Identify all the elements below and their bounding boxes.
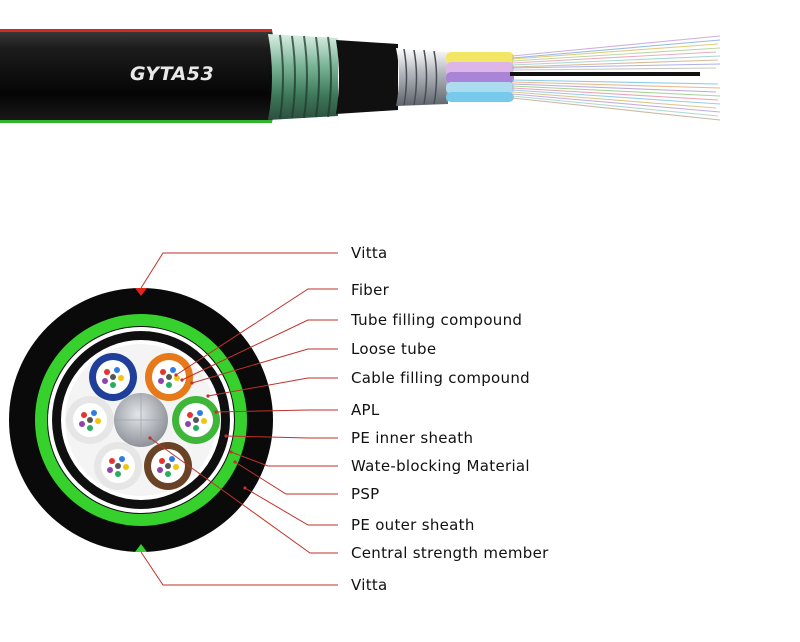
central-member-side bbox=[510, 72, 700, 76]
label-tube-filling-compound: Tube filling compound bbox=[351, 311, 523, 329]
inner-sheath-side bbox=[336, 40, 398, 114]
fibers-side bbox=[511, 35, 721, 121]
cross-section-diagram bbox=[9, 252, 338, 586]
loose-tube-orange bbox=[145, 353, 193, 401]
loose-tube-green bbox=[172, 396, 220, 444]
label-central-strength-member: Central strength member bbox=[351, 544, 549, 562]
vitta-top-marker bbox=[135, 288, 147, 296]
label-loose-tube: Loose tube bbox=[351, 340, 437, 358]
apl-side bbox=[396, 48, 448, 106]
outer-sheath-side: GYTA53 bbox=[0, 29, 277, 123]
loose-tube-white bbox=[66, 396, 114, 444]
callout-lines bbox=[140, 252, 338, 586]
loose-tube-brown bbox=[144, 442, 192, 490]
label-apl: APL bbox=[351, 401, 380, 419]
loose-tube-blue bbox=[89, 353, 137, 401]
psp-ring bbox=[35, 314, 247, 526]
loose-tube-white-2 bbox=[94, 442, 142, 490]
psp-armor-side bbox=[268, 34, 338, 120]
label-cable-filling-compound: Cable filling compound bbox=[351, 369, 530, 387]
label-pe-outer-sheath: PE outer sheath bbox=[351, 516, 475, 534]
label-fiber: Fiber bbox=[351, 281, 390, 299]
cable-side-view: GYTA53 bbox=[0, 29, 721, 123]
label-vitta-top: Vitta bbox=[351, 244, 388, 262]
label-water-blocking-material: Wate-blocking Material bbox=[351, 457, 530, 475]
label-pe-inner-sheath: PE inner sheath bbox=[351, 429, 474, 447]
label-vitta-bottom: Vitta bbox=[351, 576, 388, 594]
vitta-bottom-marker bbox=[135, 544, 147, 552]
label-psp: PSP bbox=[351, 485, 380, 503]
cable-model-label: GYTA53 bbox=[130, 63, 214, 85]
loose-tubes-side bbox=[446, 52, 514, 102]
